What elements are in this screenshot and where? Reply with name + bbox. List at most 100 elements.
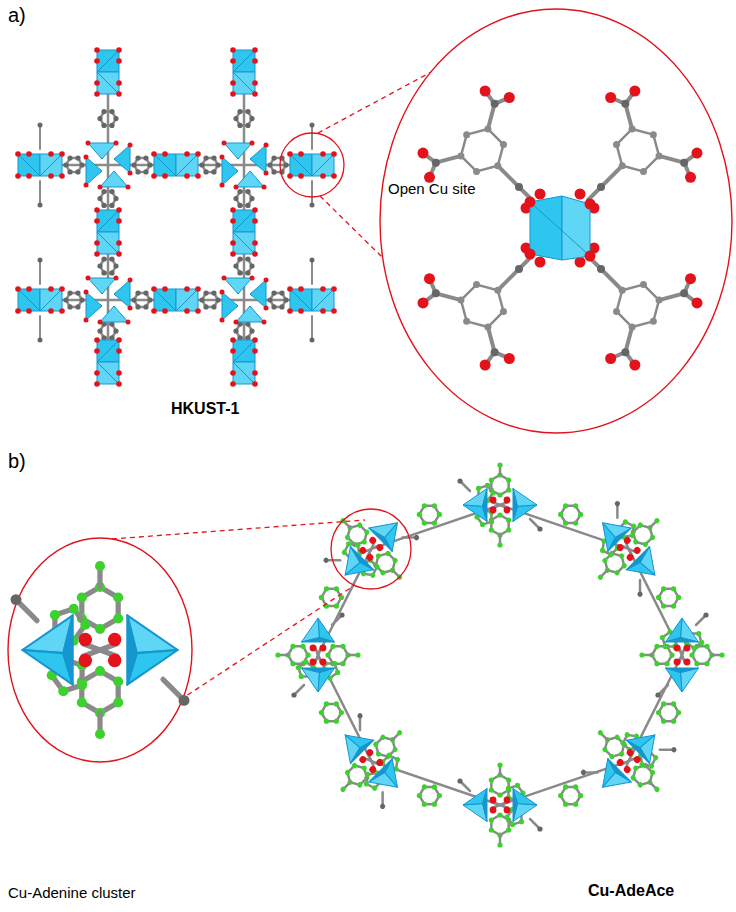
- atom: [363, 529, 370, 536]
- atom: [252, 251, 258, 257]
- polyhedron: [312, 289, 334, 311]
- atom: [131, 297, 136, 302]
- atom: [335, 670, 340, 675]
- atom: [237, 189, 242, 194]
- atom: [101, 203, 106, 208]
- atom: [575, 189, 586, 200]
- bond: [39, 260, 41, 284]
- atom: [330, 644, 335, 649]
- paddlewheel: [151, 286, 201, 314]
- polyhedron: [626, 737, 653, 764]
- cage-face: [84, 155, 103, 188]
- atom: [230, 47, 236, 53]
- atom: [661, 719, 666, 724]
- bond: [39, 181, 41, 205]
- atom: [355, 652, 360, 657]
- bond: [39, 125, 41, 149]
- atom: [368, 536, 378, 546]
- atom: [599, 547, 606, 554]
- atom: [245, 109, 250, 114]
- edge-line: [40, 289, 62, 311]
- atom: [116, 381, 122, 387]
- edge-line: [97, 72, 119, 94]
- atom: [287, 173, 293, 179]
- cage-face: [250, 143, 269, 176]
- ring: [372, 550, 398, 576]
- atom: [361, 538, 368, 545]
- ring: [321, 589, 341, 606]
- bond: [39, 316, 41, 340]
- atom: [94, 240, 100, 246]
- atom: [358, 546, 368, 556]
- atom: [298, 151, 304, 157]
- atom: [497, 492, 502, 497]
- atom: [114, 141, 119, 146]
- atom: [230, 370, 236, 376]
- atom: [195, 308, 201, 314]
- tetrahedron: [369, 759, 409, 799]
- label-text: a): [8, 4, 26, 27]
- atom: [58, 686, 68, 696]
- atom: [116, 218, 122, 224]
- atom: [80, 620, 90, 630]
- atom: [184, 308, 190, 314]
- atom: [642, 541, 649, 548]
- atom: [497, 842, 502, 847]
- atom: [113, 116, 118, 121]
- paddlewheel: [15, 151, 65, 179]
- atom: [86, 276, 91, 281]
- atom: [116, 370, 122, 376]
- atom: [67, 290, 72, 295]
- atom: [525, 197, 536, 208]
- atom: [684, 659, 691, 666]
- atom: [184, 286, 190, 292]
- atom: [151, 173, 157, 179]
- atom: [94, 370, 100, 376]
- atom: [222, 141, 227, 146]
- atom: [324, 586, 329, 591]
- polyhedron: [369, 759, 396, 786]
- atom: [38, 338, 43, 343]
- polyhedron: [236, 306, 264, 322]
- atom: [116, 47, 122, 53]
- atom: [199, 297, 204, 302]
- ring: [601, 734, 627, 760]
- polyhedron: [127, 615, 136, 684]
- atom: [128, 171, 133, 176]
- atom: [162, 151, 168, 157]
- atom: [622, 518, 629, 525]
- tetrahedron: [463, 789, 487, 822]
- atom: [310, 645, 317, 652]
- atom: [563, 521, 568, 526]
- ring: [461, 285, 504, 328]
- atom: [84, 290, 89, 295]
- atom: [500, 141, 507, 148]
- atom: [67, 169, 72, 174]
- atom: [656, 595, 661, 600]
- atom: [84, 318, 89, 323]
- atom: [418, 297, 429, 308]
- cage-face: [98, 306, 131, 325]
- atom: [632, 538, 639, 545]
- atom: [287, 286, 293, 292]
- atom: [113, 613, 123, 623]
- edge-line: [97, 362, 119, 384]
- atom: [525, 249, 536, 260]
- atom: [473, 168, 480, 175]
- polyhedron: [63, 615, 72, 684]
- atom: [95, 666, 105, 676]
- atom: [506, 827, 511, 832]
- edge-line: [176, 154, 198, 176]
- atom: [654, 661, 659, 666]
- polyhedron: [483, 489, 488, 522]
- cage-face: [220, 290, 239, 323]
- atom: [632, 546, 642, 556]
- polyhedron: [222, 157, 238, 185]
- atom: [506, 477, 511, 482]
- atom: [101, 256, 106, 261]
- atom: [339, 710, 344, 715]
- atom: [59, 286, 65, 292]
- atom: [271, 290, 276, 295]
- cage-face: [86, 276, 119, 295]
- atom: [432, 521, 437, 526]
